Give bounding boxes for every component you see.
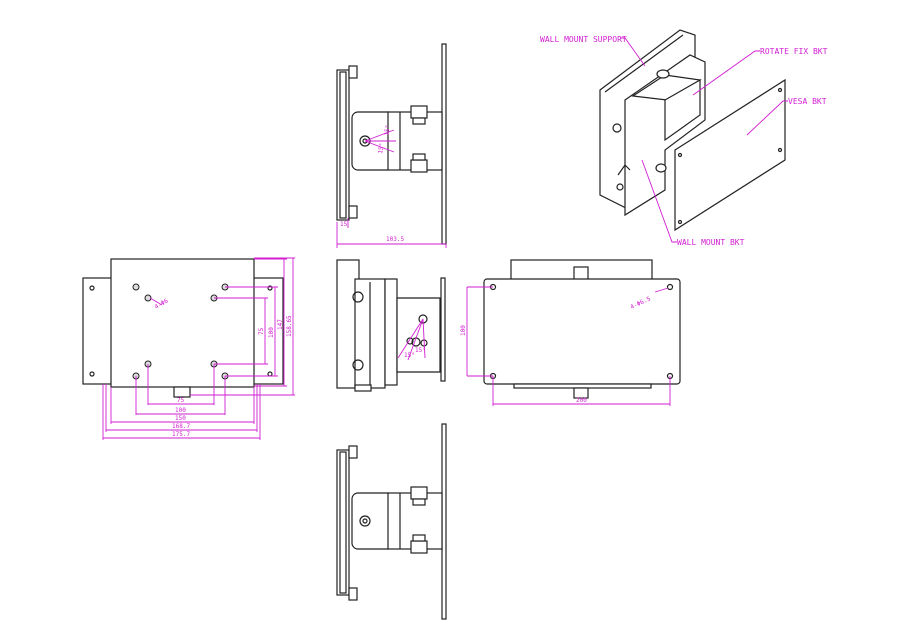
- width-dim-label: 103.5: [386, 236, 404, 243]
- front-view: 4-Φ6 75 100 150 168.7 175.7 75 100: [82, 257, 295, 440]
- angle-down-label: 15°: [377, 142, 386, 154]
- h-dim-1: 100: [175, 407, 186, 414]
- h-dim-4: 175.7: [172, 431, 190, 438]
- callout-wall-mount-bkt: WALL MOUNT BKT: [677, 238, 745, 247]
- angle-b-label: 15°: [415, 347, 426, 354]
- isometric-view: [599, 29, 786, 232]
- side-view-bottom: [336, 423, 447, 620]
- v-dim-1: 100: [268, 327, 275, 338]
- callout-wall-mount-support: WALL MOUNT SUPPORT: [540, 35, 627, 44]
- h-dim-2: 150: [175, 415, 186, 422]
- vesa-width-dim: 200: [576, 397, 587, 404]
- angle-a-label: 15°: [404, 352, 415, 359]
- v-dim-2: 147: [277, 319, 284, 330]
- horizontal-dimensions: 75 100 150 168.7 175.7: [102, 364, 261, 440]
- callout-vesa-bkt: VESA BKT: [788, 97, 827, 106]
- vesa-view: 4-Φ6.5 100 200: [460, 259, 681, 406]
- angle-up-label: 15°: [383, 124, 392, 136]
- callouts: WALL MOUNT SUPPORT ROTATE FIX BKT VESA B…: [540, 35, 828, 247]
- v-dim-3: 158.65: [286, 315, 293, 337]
- side-view-top: 15° 15° 103.5 15: [336, 43, 447, 248]
- h-dim-0: 75: [177, 397, 185, 404]
- h-dim-3: 168.7: [172, 423, 190, 430]
- v-dim-0: 75: [258, 327, 265, 335]
- vesa-height-dim: 100: [460, 325, 467, 336]
- callout-rotate-fix-bkt: ROTATE FIX BKT: [760, 47, 828, 56]
- vertical-dimensions: 75 100 147 158.65: [190, 257, 295, 396]
- side-view-middle: 15° 15°: [336, 259, 446, 392]
- offset-dim-label: 15: [340, 221, 348, 228]
